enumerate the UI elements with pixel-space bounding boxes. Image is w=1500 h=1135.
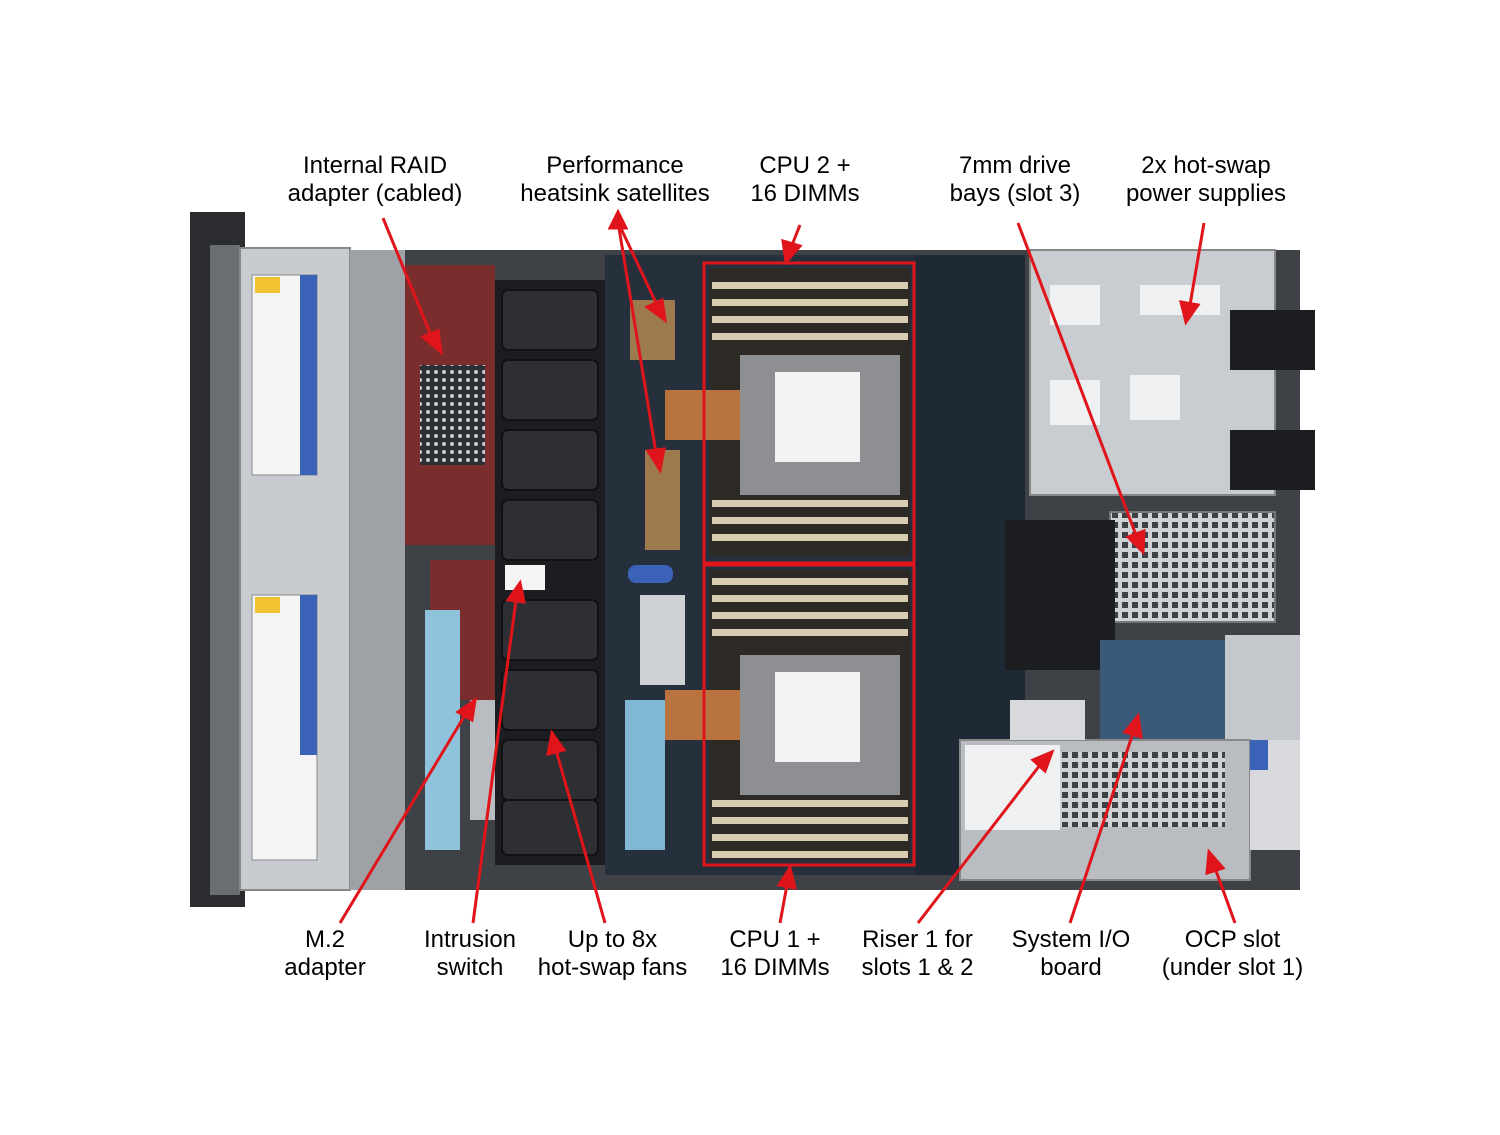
cpu2-outline-box xyxy=(702,261,916,565)
label-line: Intrusion xyxy=(423,926,517,953)
riser-area xyxy=(959,635,1300,881)
label-line: 7mm drive xyxy=(958,152,1072,179)
label-line: 2x hot-swap xyxy=(1141,152,1271,179)
label-performance-heatsink: Performance heatsink satellites xyxy=(505,152,725,208)
label-line: power supplies xyxy=(1125,180,1287,207)
label-riser-1: Riser 1 for slots 1 & 2 xyxy=(850,926,985,982)
fan-bank xyxy=(495,280,605,865)
dimm-bank xyxy=(665,268,910,860)
callout-arrows xyxy=(338,208,1237,924)
label-line: switch xyxy=(436,954,504,981)
label-line: M.2 xyxy=(304,926,345,953)
label-line: System I/O xyxy=(1011,926,1131,953)
label-line: heatsink satellites xyxy=(520,180,710,207)
label-ocp-slot: OCP slot (under slot 1) xyxy=(1150,926,1315,982)
label-cpu2-dimms: CPU 2 + 16 DIMMs xyxy=(730,152,880,208)
label-power-supplies: 2x hot-swap power supplies xyxy=(1110,152,1302,208)
label-line: 16 DIMMs xyxy=(720,954,830,981)
label-line: CPU 2 + xyxy=(759,152,851,179)
label-line: (under slot 1) xyxy=(1161,954,1304,981)
label-line: CPU 1 + xyxy=(729,926,821,953)
label-internal-raid-adapter: Internal RAID adapter (cabled) xyxy=(270,152,480,208)
power-supplies xyxy=(1029,249,1315,496)
label-line: adapter xyxy=(284,954,366,981)
label-m2-adapter: M.2 adapter xyxy=(275,926,375,982)
label-line: bays (slot 3) xyxy=(949,180,1081,207)
label-line: Up to 8x xyxy=(567,926,658,953)
label-line: OCP slot xyxy=(1184,926,1281,953)
label-line: board xyxy=(1040,954,1102,981)
label-cpu1-dimms: CPU 1 + 16 DIMMs xyxy=(700,926,850,982)
label-line: Riser 1 for xyxy=(862,926,973,953)
label-line: adapter (cabled) xyxy=(287,180,463,207)
label-intrusion-switch: Intrusion switch xyxy=(410,926,530,982)
cpu1-outline-box xyxy=(702,563,916,867)
label-line: Performance xyxy=(546,152,684,179)
label-7mm-drive-bays: 7mm drive bays (slot 3) xyxy=(930,152,1100,208)
label-line: Internal RAID xyxy=(302,152,448,179)
label-hot-swap-fans: Up to 8x hot-swap fans xyxy=(525,926,700,982)
label-system-io-board: System I/O board xyxy=(1000,926,1142,982)
raid-area xyxy=(405,265,500,850)
drive-bay-front xyxy=(239,247,405,891)
label-line: 16 DIMMs xyxy=(750,180,860,207)
label-line: hot-swap fans xyxy=(537,954,688,981)
label-line: slots 1 & 2 xyxy=(861,954,974,981)
drive-bay-7mm xyxy=(1005,511,1276,670)
